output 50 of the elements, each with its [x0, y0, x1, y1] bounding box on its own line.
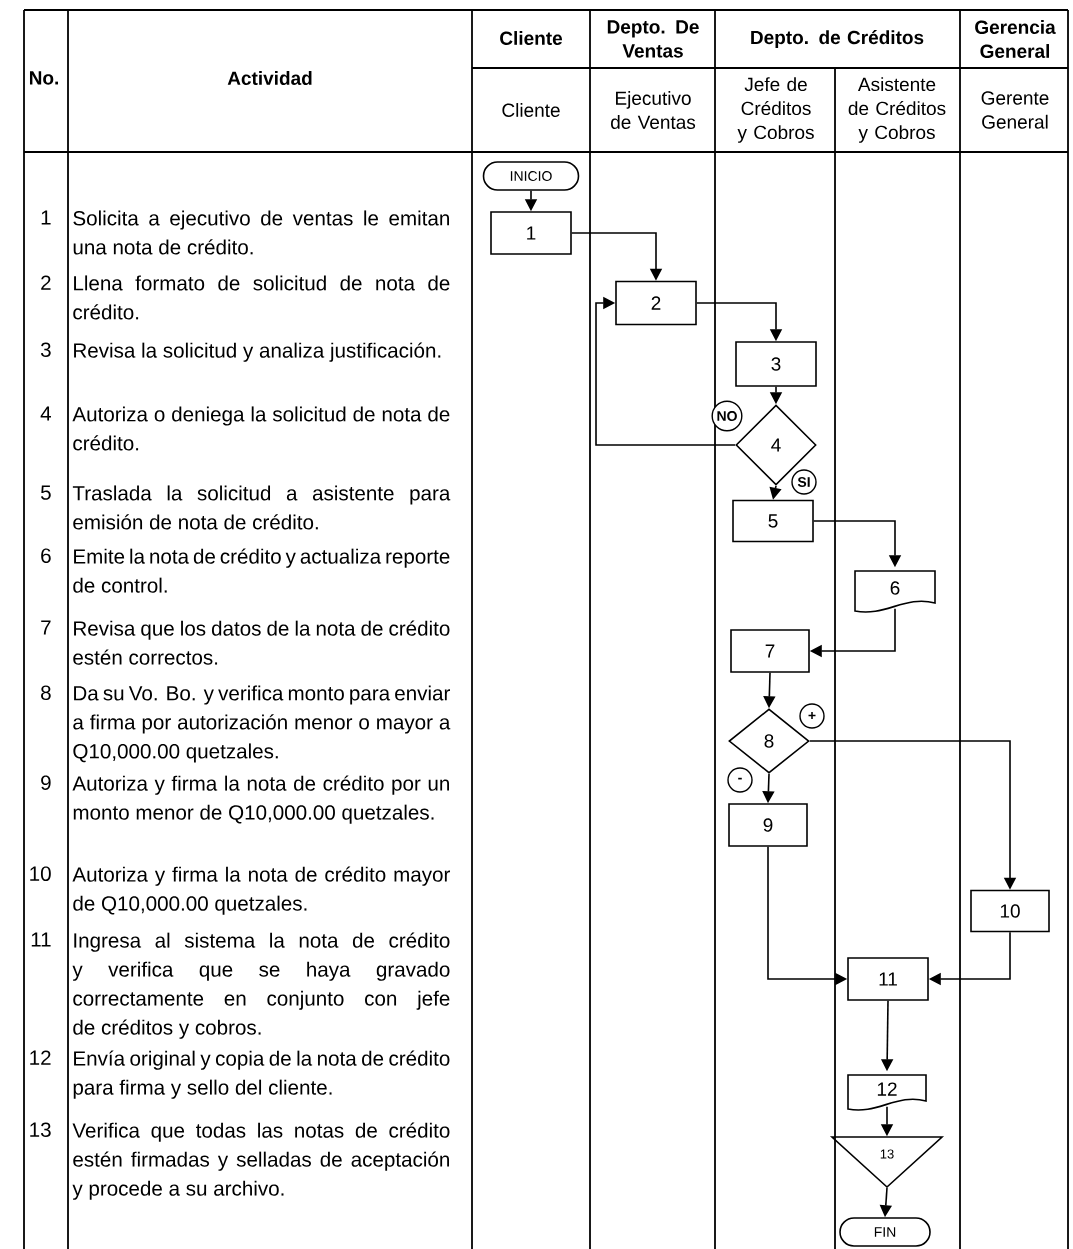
row-number: 11	[31, 932, 51, 947]
row-number: 13	[30, 1122, 51, 1137]
activity-text: Revisa que los datos de la nota de crédito estén correctos.	[73, 620, 450, 665]
process-box: 5	[732, 499, 814, 543]
process-box: 10	[970, 889, 1050, 933]
column-header: Gerente General	[981, 91, 1049, 129]
activity-text: Autoriza y firma la nota de crédito por un monto menor de Q10,000.00 quetzales.	[72, 775, 449, 824]
column-header: Actividad	[227, 71, 312, 85]
row-number: 6	[41, 548, 51, 563]
process-box: 11	[847, 957, 929, 1001]
process-box: 2	[615, 280, 697, 326]
edge-label: NO	[711, 400, 743, 432]
edge-label: +	[799, 703, 825, 729]
activity-text: Verifica que todas las notas de crédito estén firmadas y selladas de aceptación y procede a su archivo.	[72, 1122, 450, 1200]
column-header: Gerencia General	[975, 20, 1056, 58]
row-number: 4	[40, 406, 51, 421]
column-header: No.	[30, 71, 58, 85]
process-box: 7	[730, 629, 810, 673]
row-number: 7	[41, 620, 51, 635]
column-header: Depto. De Ventas	[607, 20, 699, 58]
row-number: 8	[41, 685, 51, 700]
activity-text: Solicita a ejecutivo de ventas le emitan una nota de crédito.	[73, 210, 449, 255]
activity-text: Llena formato de solicitud de nota de crédito.	[73, 275, 450, 320]
row-number: 3	[40, 342, 51, 357]
column-header: Jefe de Créditos y Cobros	[737, 77, 814, 143]
process-box: 9	[728, 803, 808, 847]
arrow	[595, 296, 736, 446]
column-header: Ejecutivo de Ventas	[611, 91, 696, 129]
activity-text: Traslada la solicitud a asistente para emisión de nota de crédito.	[72, 485, 451, 530]
column-header: Cliente	[500, 31, 562, 45]
activity-text: Emite la nota de crédito y actualiza reporte de control.	[73, 548, 450, 593]
column-header: Depto. de Créditos	[751, 30, 924, 48]
edge-label: SI	[791, 469, 817, 495]
column-header: Asistente de Créditos y Cobros	[848, 77, 946, 143]
activity-text: Autoriza o deniega la solicitud de nota de crédito.	[72, 406, 450, 451]
row-number: 1	[41, 210, 51, 225]
activity-text: Envía original y copia de la nota de crédito para firma y sello del cliente.	[73, 1050, 450, 1099]
activity-text: Revisa la solicitud y analiza justificación.	[74, 342, 441, 362]
process-box: 1	[490, 211, 572, 255]
edge-label: -	[727, 767, 753, 793]
row-number: 9	[41, 775, 51, 790]
process-box: 3	[735, 341, 817, 387]
column-header: Cliente	[502, 103, 560, 117]
row-number: 5	[40, 485, 51, 500]
row-number: 2	[41, 275, 51, 290]
activity-text: Da su Vo. Bo. y verifica monto para enviar a firma por autorización menor o mayor a Q10,000.00 quetzales.	[73, 685, 451, 763]
row-number: 12	[30, 1050, 51, 1065]
row-number: 10	[30, 866, 51, 881]
activity-text: Ingresa al sistema la nota de crédito y verifica que se haya gravado correctamente en conjunto con jefe de créditos y cobros.	[72, 932, 450, 1039]
activity-text: Autoriza y firma la nota de crédito mayor de Q10,000.00 quetzales.	[72, 866, 450, 915]
